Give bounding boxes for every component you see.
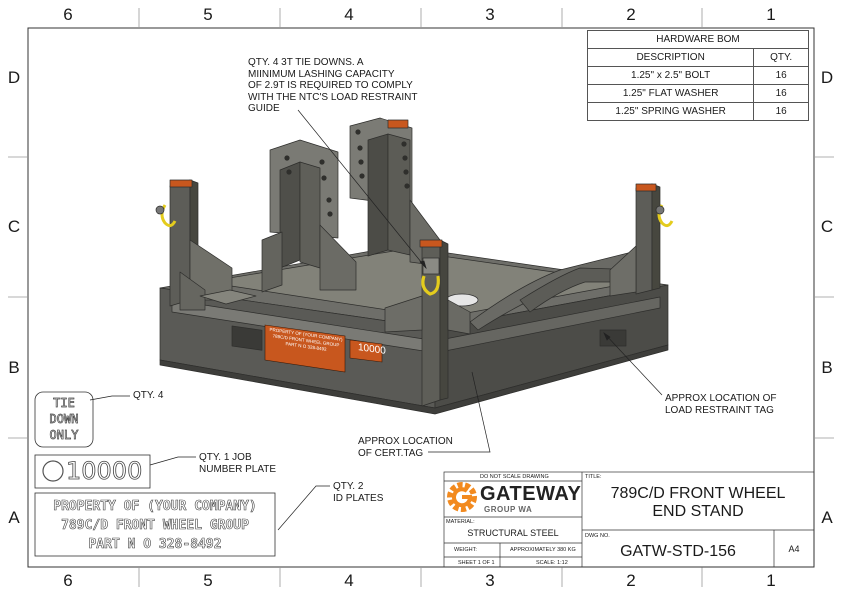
callout-line: APPROX LOCATION (358, 436, 453, 447)
tag-line: TIE (53, 396, 75, 411)
zone-col-3-bottom: 3 (485, 571, 495, 590)
callout-line: OF CERT.TAG (358, 447, 424, 459)
bom-row: 1.25" x 2.5" BOLT 16 (586, 66, 809, 85)
id-plate-outline (34, 492, 276, 557)
zone-col-2-bottom: 2 (626, 571, 636, 590)
model-id-plate (264, 324, 346, 373)
tag-line: 789C/D FRONT WHEEL GROUP (61, 518, 249, 534)
zone-col-4: 4 (344, 5, 354, 24)
zone-col-1-bottom: 1 (766, 571, 776, 590)
callout-line: NUMBER PLATE (199, 463, 277, 475)
zone-row-a-right: A (821, 508, 833, 527)
tag-line: PART N O 328-8492 (88, 537, 222, 553)
id-plate: PROPERTY OF (YOUR COMPANY) 789C/D FRONT … (35, 497, 275, 554)
zone-row-c: C (7, 217, 21, 236)
drawing-title: 789C/D FRONT WHEEL END STAND (582, 485, 814, 521)
drawing-number: GATW-STD-156 (620, 543, 736, 560)
zone-row-c-right: C (820, 217, 834, 236)
tie-down-tag-outline (34, 391, 94, 448)
bom-cell-qty: 16 (753, 66, 809, 85)
scale-value: SCALE: 1:12 (536, 560, 568, 566)
callout-line: LOAD RESTRAINT TAG (665, 404, 774, 416)
material-label: MATERIAL: (446, 519, 475, 525)
tag-line: PROPERTY OF (YOUR COMPANY) (53, 499, 257, 515)
model-job-plate (349, 339, 383, 363)
zone-col-1: 1 (766, 5, 776, 24)
zone-row-b: B (8, 358, 20, 377)
sheet-number: SHEET 1 OF 1 (458, 560, 495, 566)
tag-line: ONLY (49, 428, 79, 443)
callout-line: QTY. 1 JOB (199, 452, 252, 463)
zone-col-6-bottom: 6 (63, 571, 73, 590)
callout-cert-tag: APPROX LOCATION OF CERT.TAG (358, 436, 453, 459)
callout-line: QTY. 2 (333, 481, 364, 492)
callout-tie-down-qty: QTY. 4 (133, 390, 164, 401)
zone-col-3: 3 (485, 5, 495, 24)
job-number-plate: 10000 (66, 457, 143, 486)
title-label: TITLE: (585, 474, 602, 480)
do-not-scale-note: DO NOT SCALE DRAWING (480, 474, 549, 480)
zone-row-b-right: B (821, 358, 833, 377)
bom-header-row: DESCRIPTION QTY. (586, 48, 809, 67)
bom-cell-description: 1.25" FLAT WASHER (586, 84, 755, 103)
zone-col-4-bottom: 4 (344, 571, 354, 590)
hardware-bom-table: HARDWARE BOM DESCRIPTION QTY. 1.25" x 2.… (586, 30, 809, 121)
bom-header-qty: QTY. (753, 48, 809, 67)
bom-row: 1.25" SPRING WASHER 16 (586, 102, 809, 121)
bom-title-row: HARDWARE BOM (587, 30, 809, 49)
zone-ticks (8, 8, 834, 587)
tag-line: DOWN (49, 412, 79, 427)
leader-lines (89, 109, 663, 531)
sheet-size: A4 (788, 544, 800, 554)
callout-id-plates: QTY. 2 ID PLATES (333, 481, 383, 504)
bom-row: 1.25" FLAT WASHER 16 (586, 84, 809, 103)
tie-down-tag: TIE DOWN ONLY (35, 395, 93, 443)
title-line: END STAND (652, 503, 744, 520)
callout-line: APPROX LOCATION OF (665, 393, 777, 404)
bom-cell-description: 1.25" SPRING WASHER (586, 102, 755, 121)
weight-value: APPROXIMATELY 380 KG (510, 547, 576, 553)
zone-col-2: 2 (626, 5, 636, 24)
bom-title: HARDWARE BOM (587, 30, 809, 49)
callout-line: GUIDE (248, 103, 280, 114)
bom-cell-description: 1.25" x 2.5" BOLT (586, 66, 755, 85)
gateway-gear-logo-icon (447, 482, 477, 512)
zone-row-d-right: D (820, 68, 834, 87)
zone-row-d: D (7, 68, 21, 87)
job-plate-logo-icon (42, 460, 64, 482)
zone-row-a: A (8, 508, 20, 527)
title-line: 789C/D FRONT WHEEL (610, 485, 786, 502)
callout-line: WITH THE NTC'S LOAD RESTRAINT (248, 91, 418, 103)
bom-cell-qty: 16 (753, 84, 809, 103)
brand-subtitle: GROUP WA (484, 505, 533, 514)
callout-line: QTY. 4 3T TIE DOWNS. A (248, 57, 364, 68)
bom-header-description: DESCRIPTION (586, 48, 755, 67)
material-value: STRUCTURAL STEEL (467, 528, 559, 538)
title-block-grid (443, 471, 815, 568)
callout-tie-downs: QTY. 4 3T TIE DOWNS. A MIINIMUM LASHING … (248, 57, 418, 115)
job-plate-outline (34, 454, 151, 489)
callout-job-plate: QTY. 1 JOB NUMBER PLATE (199, 452, 276, 475)
zone-col-5: 5 (203, 5, 213, 24)
weight-label: WEIGHT: (454, 547, 477, 553)
zone-col-6: 6 (63, 5, 73, 24)
bom-cell-qty: 16 (753, 102, 809, 121)
callout-line: OF 2.9T IS REQUIRED TO COMPLY (248, 80, 413, 91)
end-stand-model (155, 117, 674, 415)
callout-restraint-tag: APPROX LOCATION OF LOAD RESTRAINT TAG (665, 393, 777, 416)
callout-line: ID PLATES (333, 492, 384, 504)
brand-name: GATEWAY (480, 483, 582, 505)
zone-col-5-bottom: 5 (203, 571, 213, 590)
callout-line: MIINIMUM LASHING CAPACITY (248, 68, 395, 80)
dwg-no-label: DWG NO. (585, 533, 610, 539)
